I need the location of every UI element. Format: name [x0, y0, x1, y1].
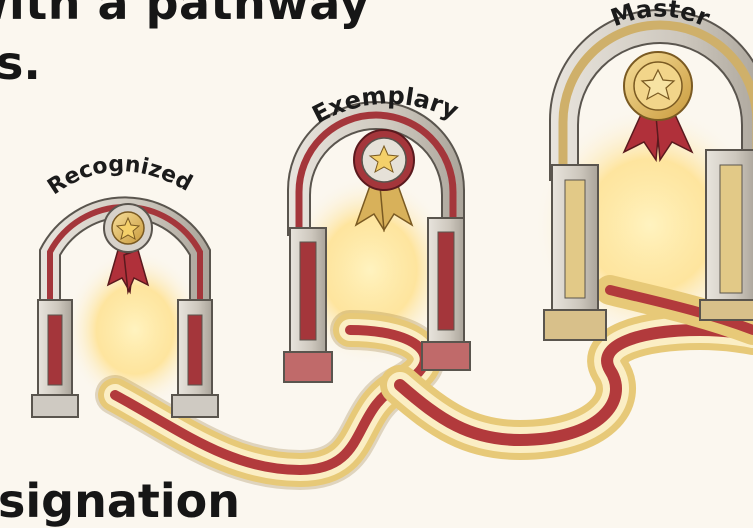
star-medal-icon: [103, 203, 153, 295]
heading-top-line: with a pathway: [0, 0, 370, 30]
heading-second-line: s.: [0, 36, 41, 90]
pathway-illustration: Recognized Exemplary: [31, 0, 753, 491]
arch-master: Master: [543, 0, 753, 341]
arch-label-recognized: Recognized: [43, 152, 196, 200]
star-medal-icon: [353, 129, 415, 233]
star-medal-icon: [622, 51, 694, 163]
